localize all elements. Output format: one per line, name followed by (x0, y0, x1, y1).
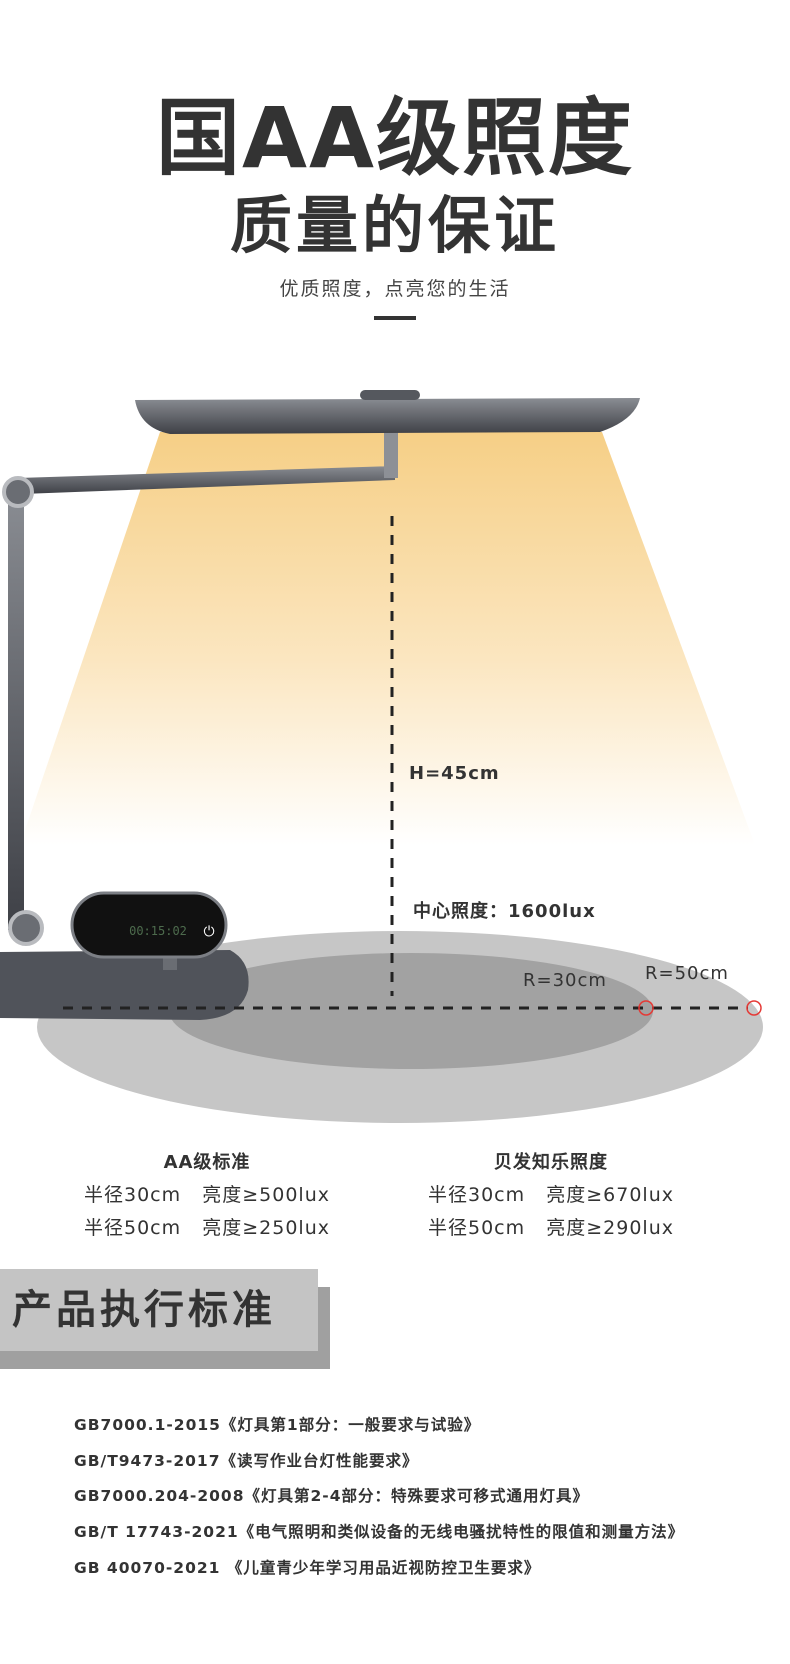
outer-radius-label: R=50cm (645, 963, 729, 984)
lamp-pole (8, 490, 24, 930)
aa-standard-column: AA级标准 半径30cm 亮度≥500lux 半径50cm 亮度≥250lux (57, 1146, 357, 1245)
height-label: H=45cm (409, 763, 500, 784)
display-time: 00:15:02 (129, 924, 187, 938)
product-column: 贝发知乐照度 半径30cm 亮度≥670lux 半径50cm 亮度≥290lux (401, 1146, 701, 1245)
column-line: 半径50cm 亮度≥290lux (427, 1217, 674, 1239)
lamp-joint-icon (8, 910, 44, 946)
center-illuminance-label: 中心照度：1600lux (413, 901, 596, 922)
standard-item: GB 40070-2021 《儿童青少年学习用品近视防控卫生要求》 (74, 1559, 541, 1577)
inner-radius-label: R=30cm (523, 970, 607, 991)
lamp-arm (18, 466, 395, 494)
hero-title-line2: 质量的保证 (229, 189, 560, 262)
column-line: 半径30cm 亮度≥670lux (427, 1184, 674, 1206)
lamp-base (0, 950, 249, 1020)
lamp-head (135, 398, 640, 434)
standard-item: GB7000.1-2015《灯具第1部分：一般要求与试验》 (74, 1416, 481, 1434)
hero-title-line1: 国AA级照度 (155, 89, 635, 187)
lamp-head-knob (360, 390, 420, 400)
lamp-neck (384, 430, 398, 478)
power-icon: ⏻ (203, 924, 214, 940)
hero-subtitle: 优质照度，点亮您的生活 (279, 278, 511, 300)
lamp-illumination-diagram: 00:15:02 ⏻ (0, 390, 763, 1123)
column-line: 半径30cm 亮度≥500lux (83, 1184, 330, 1206)
light-beam (20, 432, 755, 845)
standard-item: GB/T 17743-2021《电气照明和类似设备的无线电骚扰特性的限值和测量方… (74, 1523, 685, 1541)
column-heading: 贝发知乐照度 (494, 1152, 608, 1173)
display-panel (70, 891, 228, 959)
inner-radius-marker (638, 1000, 654, 1016)
standards-heading: 产品执行标准 (0, 1269, 318, 1351)
standard-item: GB/T9473-2017《读写作业台灯性能要求》 (74, 1452, 419, 1470)
outer-radius-marker (746, 1000, 762, 1016)
standard-item: GB7000.204-2008《灯具第2-4部分：特殊要求可移式通用灯具》 (74, 1487, 589, 1505)
divider (374, 316, 416, 320)
column-heading: AA级标准 (163, 1152, 251, 1173)
column-line: 半径50cm 亮度≥250lux (83, 1217, 330, 1239)
lamp-joint-icon (2, 476, 34, 508)
inner-illumination-area (169, 953, 653, 1069)
